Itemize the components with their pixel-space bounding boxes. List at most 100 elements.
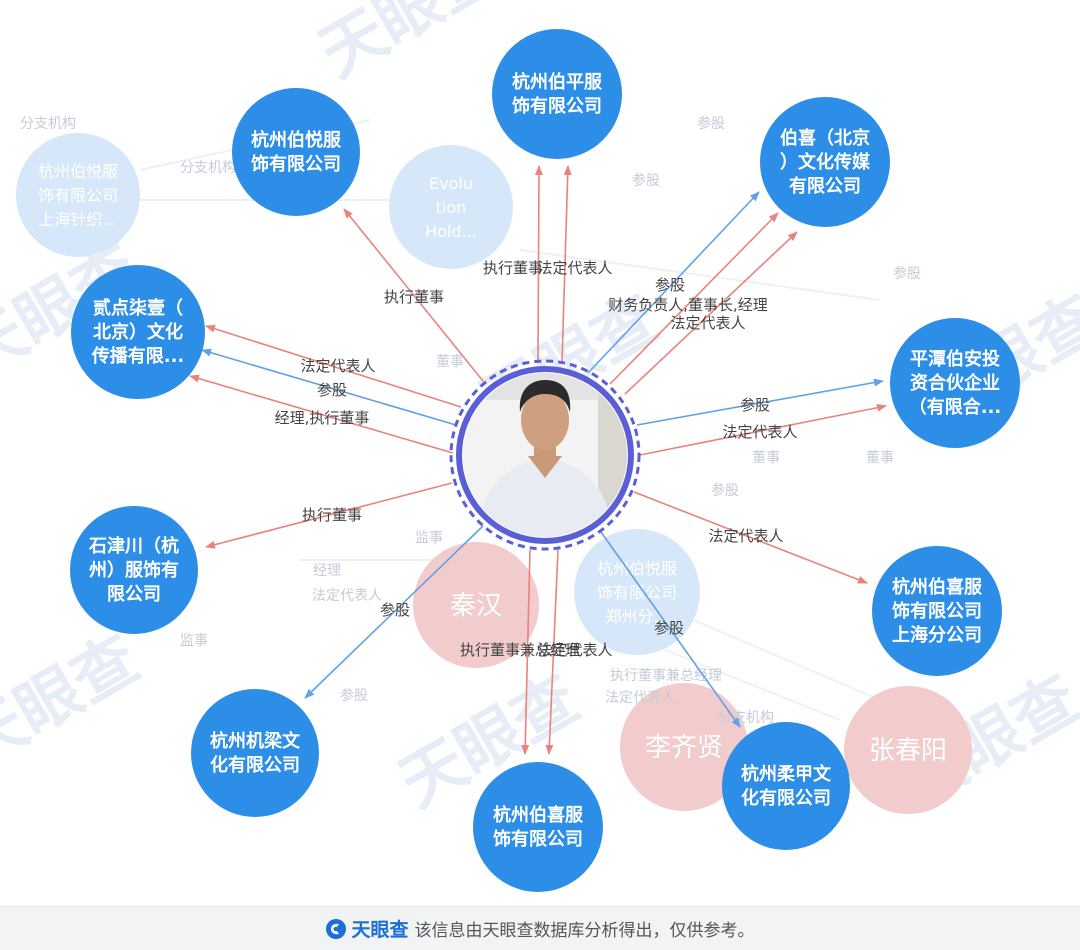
company-node-circle[interactable] xyxy=(232,88,360,216)
relation-edge-jiliang[interactable] xyxy=(304,525,484,699)
watermark-text: 天眼查 xyxy=(308,0,511,92)
company-node-label: 上海分公司 xyxy=(892,624,982,646)
relation-label: 财务负责人,董事长,经理 xyxy=(608,296,768,314)
relation-edge-pingtan[interactable] xyxy=(636,378,884,426)
relation-edge-ershi[interactable] xyxy=(205,324,462,408)
background-edge-label: 分支机构 xyxy=(180,160,236,176)
company-node-circle[interactable] xyxy=(473,762,603,892)
relation-edge-bo-xi-beijing[interactable] xyxy=(587,191,760,374)
relation-label: 法定代表人 xyxy=(537,641,612,659)
background-edge-label: 董事 xyxy=(436,354,464,370)
edge-layer xyxy=(189,165,887,755)
relation-edge-ershi[interactable] xyxy=(201,348,457,426)
company-node-ershi[interactable]: 贰点柒壹（北京）文化传播有限... xyxy=(71,265,205,399)
company-node-circle[interactable] xyxy=(70,506,198,634)
background-node-label: Hold... xyxy=(425,222,477,241)
company-node-circle[interactable] xyxy=(872,546,1002,676)
relation-edge-ershi[interactable] xyxy=(189,374,454,454)
company-node-circle[interactable] xyxy=(492,29,622,159)
background-edge-label: 经理 xyxy=(313,563,341,579)
relation-edge-bo-xi-shanghai[interactable] xyxy=(633,491,868,584)
background-edge-label: 参股 xyxy=(711,482,739,499)
relation-edge-pingtan[interactable] xyxy=(639,403,887,456)
background-node-label: Evolu xyxy=(429,174,473,193)
background-edge xyxy=(639,639,841,721)
background-node-label: 上海针织... xyxy=(38,210,117,229)
company-node-label: 杭州伯喜服 xyxy=(493,804,584,826)
background-edge-label: 法定代表人 xyxy=(605,690,675,706)
company-node-label: 饰有限公司 xyxy=(251,153,341,175)
company-node-label: 杭州机梁文 xyxy=(210,730,301,752)
company-node-label: 贰点柒壹（ xyxy=(93,297,183,319)
company-node-label: 伯喜（北京 xyxy=(780,127,870,149)
company-node-label: 传播有限... xyxy=(91,345,185,367)
relation-edge-bo-xi-beijing[interactable] xyxy=(624,231,798,395)
background-node: 李齐贤 xyxy=(620,683,748,811)
relation-label: 执行董事 xyxy=(302,506,362,524)
watermark-text: 天眼查 xyxy=(0,622,151,782)
background-edge-label: 参股 xyxy=(697,115,725,132)
background-node-label: 饰有限公司 xyxy=(597,583,677,602)
center-person-node[interactable] xyxy=(449,359,641,551)
background-edge-label: 分支机构 xyxy=(718,710,774,726)
background-edge-label: 监事 xyxy=(180,633,208,649)
footer-brand: 天眼查 xyxy=(351,919,409,941)
background-edge xyxy=(519,249,881,301)
relation-edge-bo-xi[interactable] xyxy=(545,549,559,755)
relation-edge-bo-yue[interactable] xyxy=(343,208,484,382)
background-node: 秦汉 xyxy=(413,542,539,668)
tianyancha-logo: 天眼查 xyxy=(325,915,409,942)
company-node-circle[interactable] xyxy=(722,722,850,850)
company-node-label: 有限公司 xyxy=(789,175,861,197)
relation-edge-bo-ping[interactable] xyxy=(561,165,572,363)
company-node-label: 杭州伯悦服 xyxy=(251,129,342,151)
relation-label: 经理,执行董事 xyxy=(275,409,370,427)
tianyancha-logo-icon xyxy=(326,918,347,939)
background-label-layer: 分支机构分支机构参股参股参股董事董事董事参股经理法定代表人监事监事参股分支机构执… xyxy=(20,115,921,726)
relation-label: 执行董事 xyxy=(384,288,444,306)
background-node: EvolutionHold... xyxy=(389,145,513,269)
relation-label: 执行董事 xyxy=(483,259,543,277)
background-node-label: 秦汉 xyxy=(450,591,502,621)
relation-label: 法定代表人 xyxy=(722,423,797,441)
background-edge-label: 分支机构 xyxy=(20,116,76,132)
relation-edge-bo-xi-beijing[interactable] xyxy=(609,212,779,385)
relationship-graph[interactable]: 天眼查天眼查天眼查天眼查天眼查天眼查天眼查 杭州伯悦服饰有限公司上海针织...E… xyxy=(0,0,1080,906)
company-node-circle[interactable] xyxy=(71,265,205,399)
company-node-pingtan[interactable]: 平潭伯安投资合伙企业（有限合... xyxy=(890,318,1020,448)
company-node-label: ）文化传媒 xyxy=(780,151,871,173)
company-node-label: 限公司 xyxy=(107,584,161,605)
background-node-label: 饰有限公司 xyxy=(38,186,118,205)
relation-label: 参股 xyxy=(317,381,347,399)
relation-edge-bo-xi[interactable] xyxy=(521,549,531,755)
relation-edge-shijin[interactable] xyxy=(205,482,453,549)
center-dashed-ring xyxy=(449,359,641,551)
relation-label: 参股 xyxy=(655,276,685,294)
edge-label-layer: 执行董事执行董事法定代表人参股财务负责人,董事长,经理法定代表人法定代表人参股经… xyxy=(275,259,798,659)
company-node-circle[interactable] xyxy=(890,318,1020,448)
background-node: 杭州伯悦服饰有限公司上海针织... xyxy=(16,133,140,257)
background-node-label: 杭州伯悦服 xyxy=(597,559,677,578)
relation-label: 法定代表人 xyxy=(708,527,783,545)
company-node-label: 杭州伯平服 xyxy=(512,71,603,93)
relation-label: 法定代表人 xyxy=(300,357,375,375)
company-node-label: 饰有限公司 xyxy=(892,600,982,622)
background-edge-label: 董事 xyxy=(752,450,780,466)
relation-edge-bo-ping[interactable] xyxy=(534,165,543,363)
relation-edge-roujia[interactable] xyxy=(600,531,741,728)
background-node-label: 张春阳 xyxy=(869,736,947,766)
background-edge-label: 法定代表人 xyxy=(312,588,382,604)
company-node-label: 化有限公司 xyxy=(210,754,300,776)
company-node-label: 平潭伯安投 xyxy=(910,348,1000,370)
company-node-circle[interactable] xyxy=(760,97,890,227)
company-node-circle[interactable] xyxy=(191,689,319,817)
